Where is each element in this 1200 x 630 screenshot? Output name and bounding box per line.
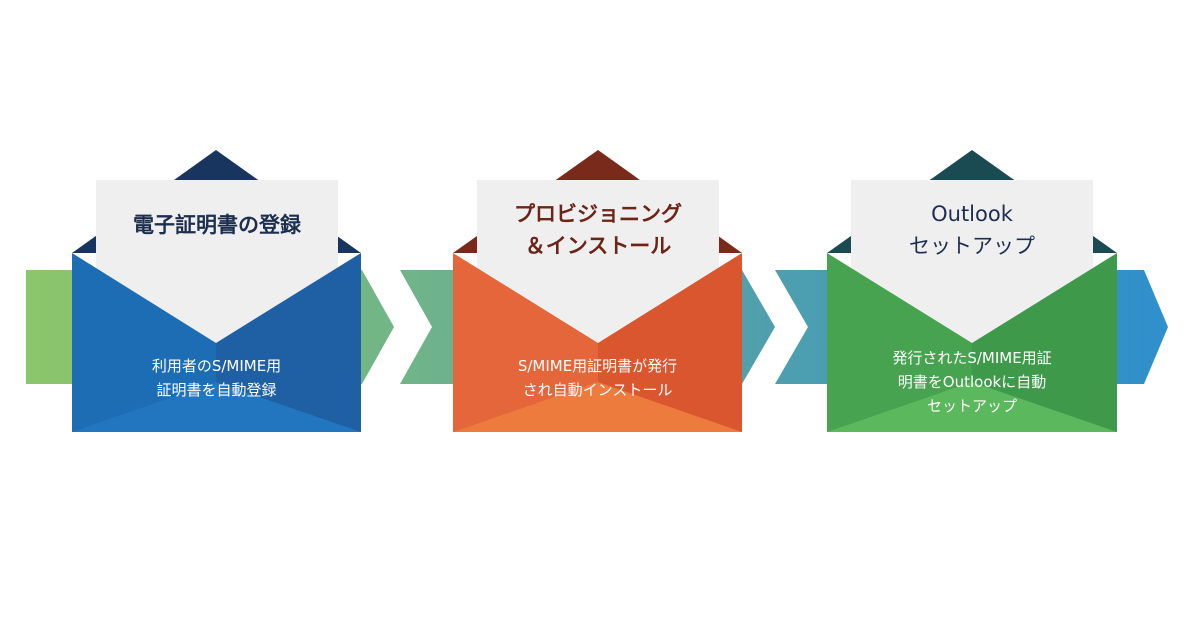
envelope-front-bottom (72, 382, 361, 432)
step-1-description: 利用者のS/MIME用 証明書を自動登録 (72, 354, 361, 402)
title-line: セットアップ (909, 234, 1035, 258)
envelope-front-left (72, 253, 216, 432)
step-envelope-1 (72, 150, 361, 432)
description-line: 証明書を自動登録 (156, 381, 277, 399)
title-line: Outlook (931, 202, 1013, 226)
description-line: S/MIME用証明書が発行 (517, 357, 678, 375)
title-line: プロビジョニング (514, 202, 682, 226)
chevron-separator-2 (742, 270, 808, 384)
title-line: ＆インストール (524, 234, 672, 258)
step-3-description: 発行されたS/MIME用証 明書をOutlookに自動 セットアップ (827, 346, 1117, 418)
envelope-front-bottom (453, 382, 742, 432)
envelope-front-right (972, 253, 1117, 432)
description-line: され自動インストール (522, 381, 673, 399)
step-1-title: 電子証明書の登録 (96, 209, 338, 241)
step-2-description: S/MIME用証明書が発行 され自動インストール (453, 354, 742, 402)
description-line: 利用者のS/MIME用 (151, 357, 282, 375)
envelope-front-bottom (827, 382, 1117, 432)
title-line: 電子証明書の登録 (133, 213, 301, 237)
description-line: 発行されたS/MIME用証 (892, 349, 1052, 367)
chevron-separator-1 (362, 270, 432, 384)
description-line: セットアップ (926, 397, 1017, 415)
step-envelope-2 (453, 150, 742, 432)
envelope-front-right (598, 253, 742, 432)
envelope-front-left (827, 253, 972, 432)
step-2-title: プロビジョニング ＆インストール (477, 198, 719, 262)
envelope-front-right (216, 253, 361, 432)
step-3-title: Outlook セットアップ (851, 198, 1093, 262)
step-envelope-3 (827, 150, 1117, 432)
envelope-front-left (453, 253, 598, 432)
description-line: 明書をOutlookに自動 (897, 373, 1047, 391)
